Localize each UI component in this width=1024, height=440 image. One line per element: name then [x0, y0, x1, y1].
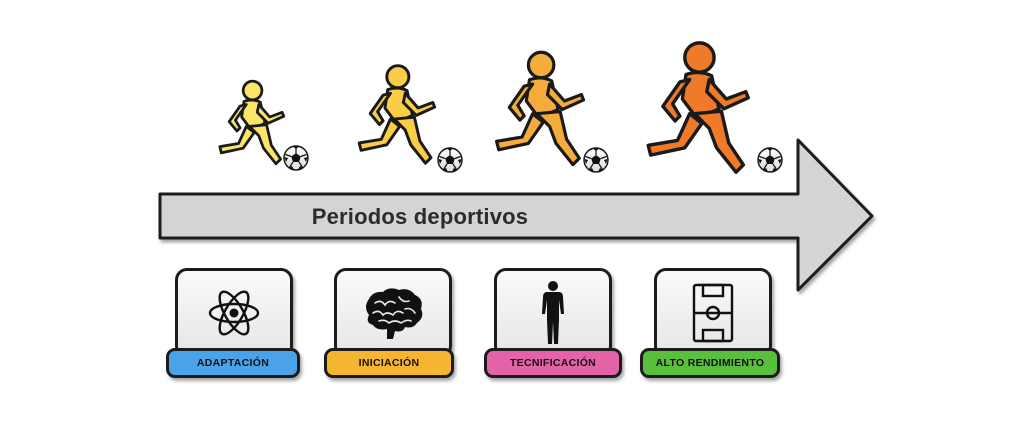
stage-label-tecnificacion: TECNIFICACIÓN [484, 348, 622, 378]
atom-icon [208, 290, 260, 336]
stage-card-adaptacion [175, 268, 293, 358]
stage-label-adaptacion: ADAPTACIÓN [166, 348, 300, 378]
player-3-teen-icon [495, 50, 586, 167]
player-4-adult-icon [646, 41, 750, 174]
player-1-child-icon [218, 79, 286, 166]
ball-3-icon [583, 147, 609, 173]
stage-card-iniciacion [334, 268, 452, 358]
ball-4-icon [757, 147, 783, 173]
ball-2-icon [437, 147, 463, 173]
stage-label-alto-rendimiento: ALTO RENDIMIENTO [640, 348, 780, 378]
human-figure-icon [542, 281, 564, 344]
stage-card-alto-rendimiento [654, 268, 772, 358]
arrow-label: Periodos deportivos [311, 204, 529, 229]
player-2-youth-icon [357, 64, 437, 165]
football-field-icon [692, 283, 734, 343]
timeline-arrow [158, 138, 874, 292]
ball-1-icon [283, 145, 309, 171]
stage-label-iniciacion: INICIACIÓN [324, 348, 454, 378]
brain-icon [366, 288, 423, 339]
stage-card-tecnificacion [494, 268, 612, 358]
